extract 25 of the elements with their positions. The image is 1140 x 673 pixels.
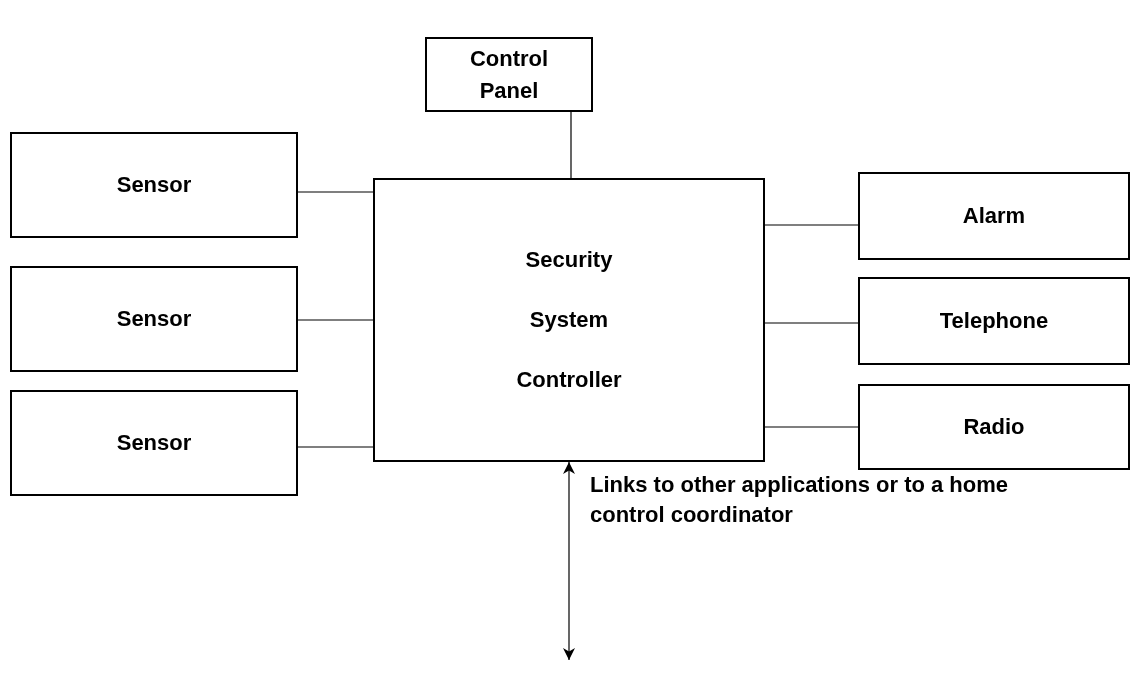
block-box bbox=[858, 277, 1130, 365]
connector-line bbox=[764, 224, 859, 226]
connector-line bbox=[764, 322, 859, 324]
block-label: Sensor bbox=[116, 305, 192, 333]
block-label: Control Panel bbox=[468, 44, 550, 105]
block-label: Alarm bbox=[962, 202, 1026, 230]
block-box bbox=[10, 132, 298, 238]
connector-line bbox=[570, 111, 572, 179]
connector-line bbox=[764, 426, 859, 428]
block-label: Sensor bbox=[116, 171, 192, 199]
connector-line bbox=[297, 446, 374, 448]
double-arrow bbox=[563, 461, 575, 661]
block-label: Sensor bbox=[116, 429, 192, 457]
block-box bbox=[425, 37, 593, 112]
block-label: Radio bbox=[963, 413, 1025, 441]
connector-line bbox=[297, 319, 374, 321]
block-box bbox=[858, 172, 1130, 260]
connector-line bbox=[297, 191, 374, 193]
block-label: Security System Controller bbox=[515, 246, 623, 394]
block-box bbox=[10, 390, 298, 496]
block-box bbox=[373, 178, 765, 462]
block-label: Telephone bbox=[939, 307, 1049, 335]
block-box bbox=[10, 266, 298, 372]
block-box bbox=[858, 384, 1130, 470]
edge-label: Links to other applications or to a home control coordinator bbox=[590, 471, 1010, 529]
